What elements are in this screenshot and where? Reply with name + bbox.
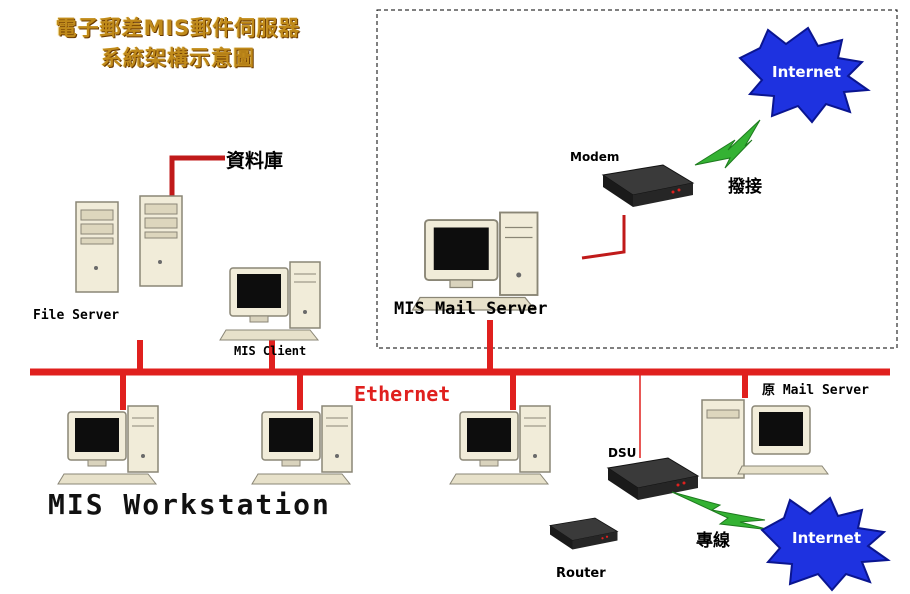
mail-server-zone bbox=[376, 9, 898, 349]
dsu-device bbox=[607, 457, 699, 501]
modem-icon bbox=[602, 164, 694, 208]
router-icon bbox=[549, 517, 618, 550]
ethernet-drops bbox=[120, 320, 748, 410]
file-server-label: File Server bbox=[33, 308, 120, 323]
workstation-1 bbox=[57, 405, 159, 485]
title-line-2: 系統架構示意圖 bbox=[101, 46, 255, 70]
mis-client-computer bbox=[219, 261, 321, 341]
router-label: Router bbox=[556, 566, 606, 581]
orig-mail-server-label: 原 Mail Server bbox=[762, 383, 869, 398]
internet-bottom-label: Internet bbox=[792, 529, 862, 547]
internet-top-label: Internet bbox=[772, 63, 842, 81]
file-server-tower-1 bbox=[75, 201, 119, 293]
internet-burst-icon-bottom bbox=[760, 496, 891, 592]
orig-mail-server-computer bbox=[701, 399, 829, 479]
internet-burst-icon-top bbox=[738, 26, 871, 124]
workstation-3 bbox=[449, 405, 551, 485]
title-line-1: 電子郵差MIS郵件伺服器 bbox=[55, 16, 301, 40]
mail-server-label: MIS Mail Server bbox=[394, 299, 548, 319]
dsu-label: DSU bbox=[608, 446, 637, 460]
dialup-label: 撥接 bbox=[728, 177, 762, 197]
modem-label: Modem bbox=[570, 150, 620, 164]
modem-link bbox=[581, 215, 626, 260]
mail-server-computer bbox=[411, 211, 539, 311]
mis-client-label: MIS Client bbox=[234, 344, 307, 358]
workstation-2 bbox=[251, 405, 353, 485]
leased-line-label: 專線 bbox=[696, 531, 730, 551]
file-server-tower-2 bbox=[139, 195, 183, 287]
workstation-label: MIS Workstation bbox=[48, 488, 331, 521]
database-label: 資料庫 bbox=[226, 150, 284, 172]
lightning-icon-top bbox=[694, 119, 761, 169]
ethernet-label: Ethernet bbox=[354, 382, 451, 406]
lightning-icon-bottom bbox=[671, 491, 771, 531]
